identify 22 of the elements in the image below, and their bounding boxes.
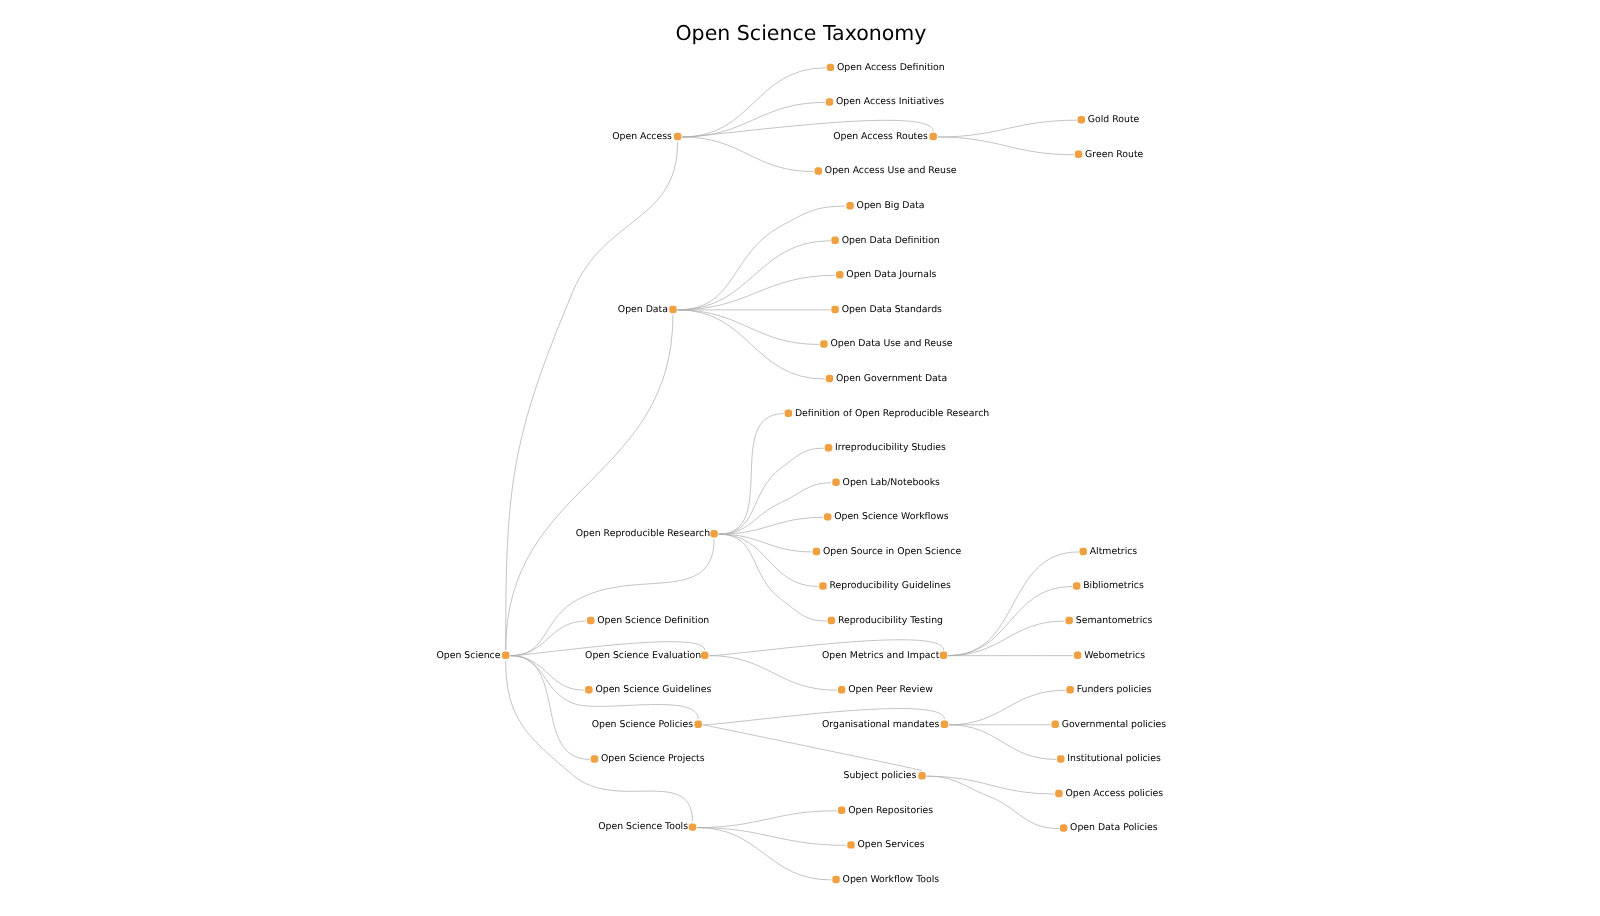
connector [701, 724, 922, 771]
connector [946, 586, 1072, 657]
connector [946, 551, 1078, 657]
connector [701, 708, 944, 726]
connector [509, 655, 698, 720]
connector [947, 724, 1056, 760]
connector [504, 141, 677, 651]
connector [717, 533, 827, 622]
diagram-title: Open Science Taxonomy [674, 22, 926, 47]
connector [509, 655, 590, 760]
connector [936, 136, 1074, 156]
connector [925, 775, 1059, 829]
connector [504, 314, 673, 651]
connector [717, 447, 824, 535]
connector [695, 827, 831, 881]
connector [946, 655, 1073, 657]
connector [708, 655, 837, 691]
connector [676, 309, 825, 380]
connector [680, 136, 813, 172]
connector [717, 516, 823, 535]
connector [504, 659, 692, 823]
connector [717, 482, 831, 535]
